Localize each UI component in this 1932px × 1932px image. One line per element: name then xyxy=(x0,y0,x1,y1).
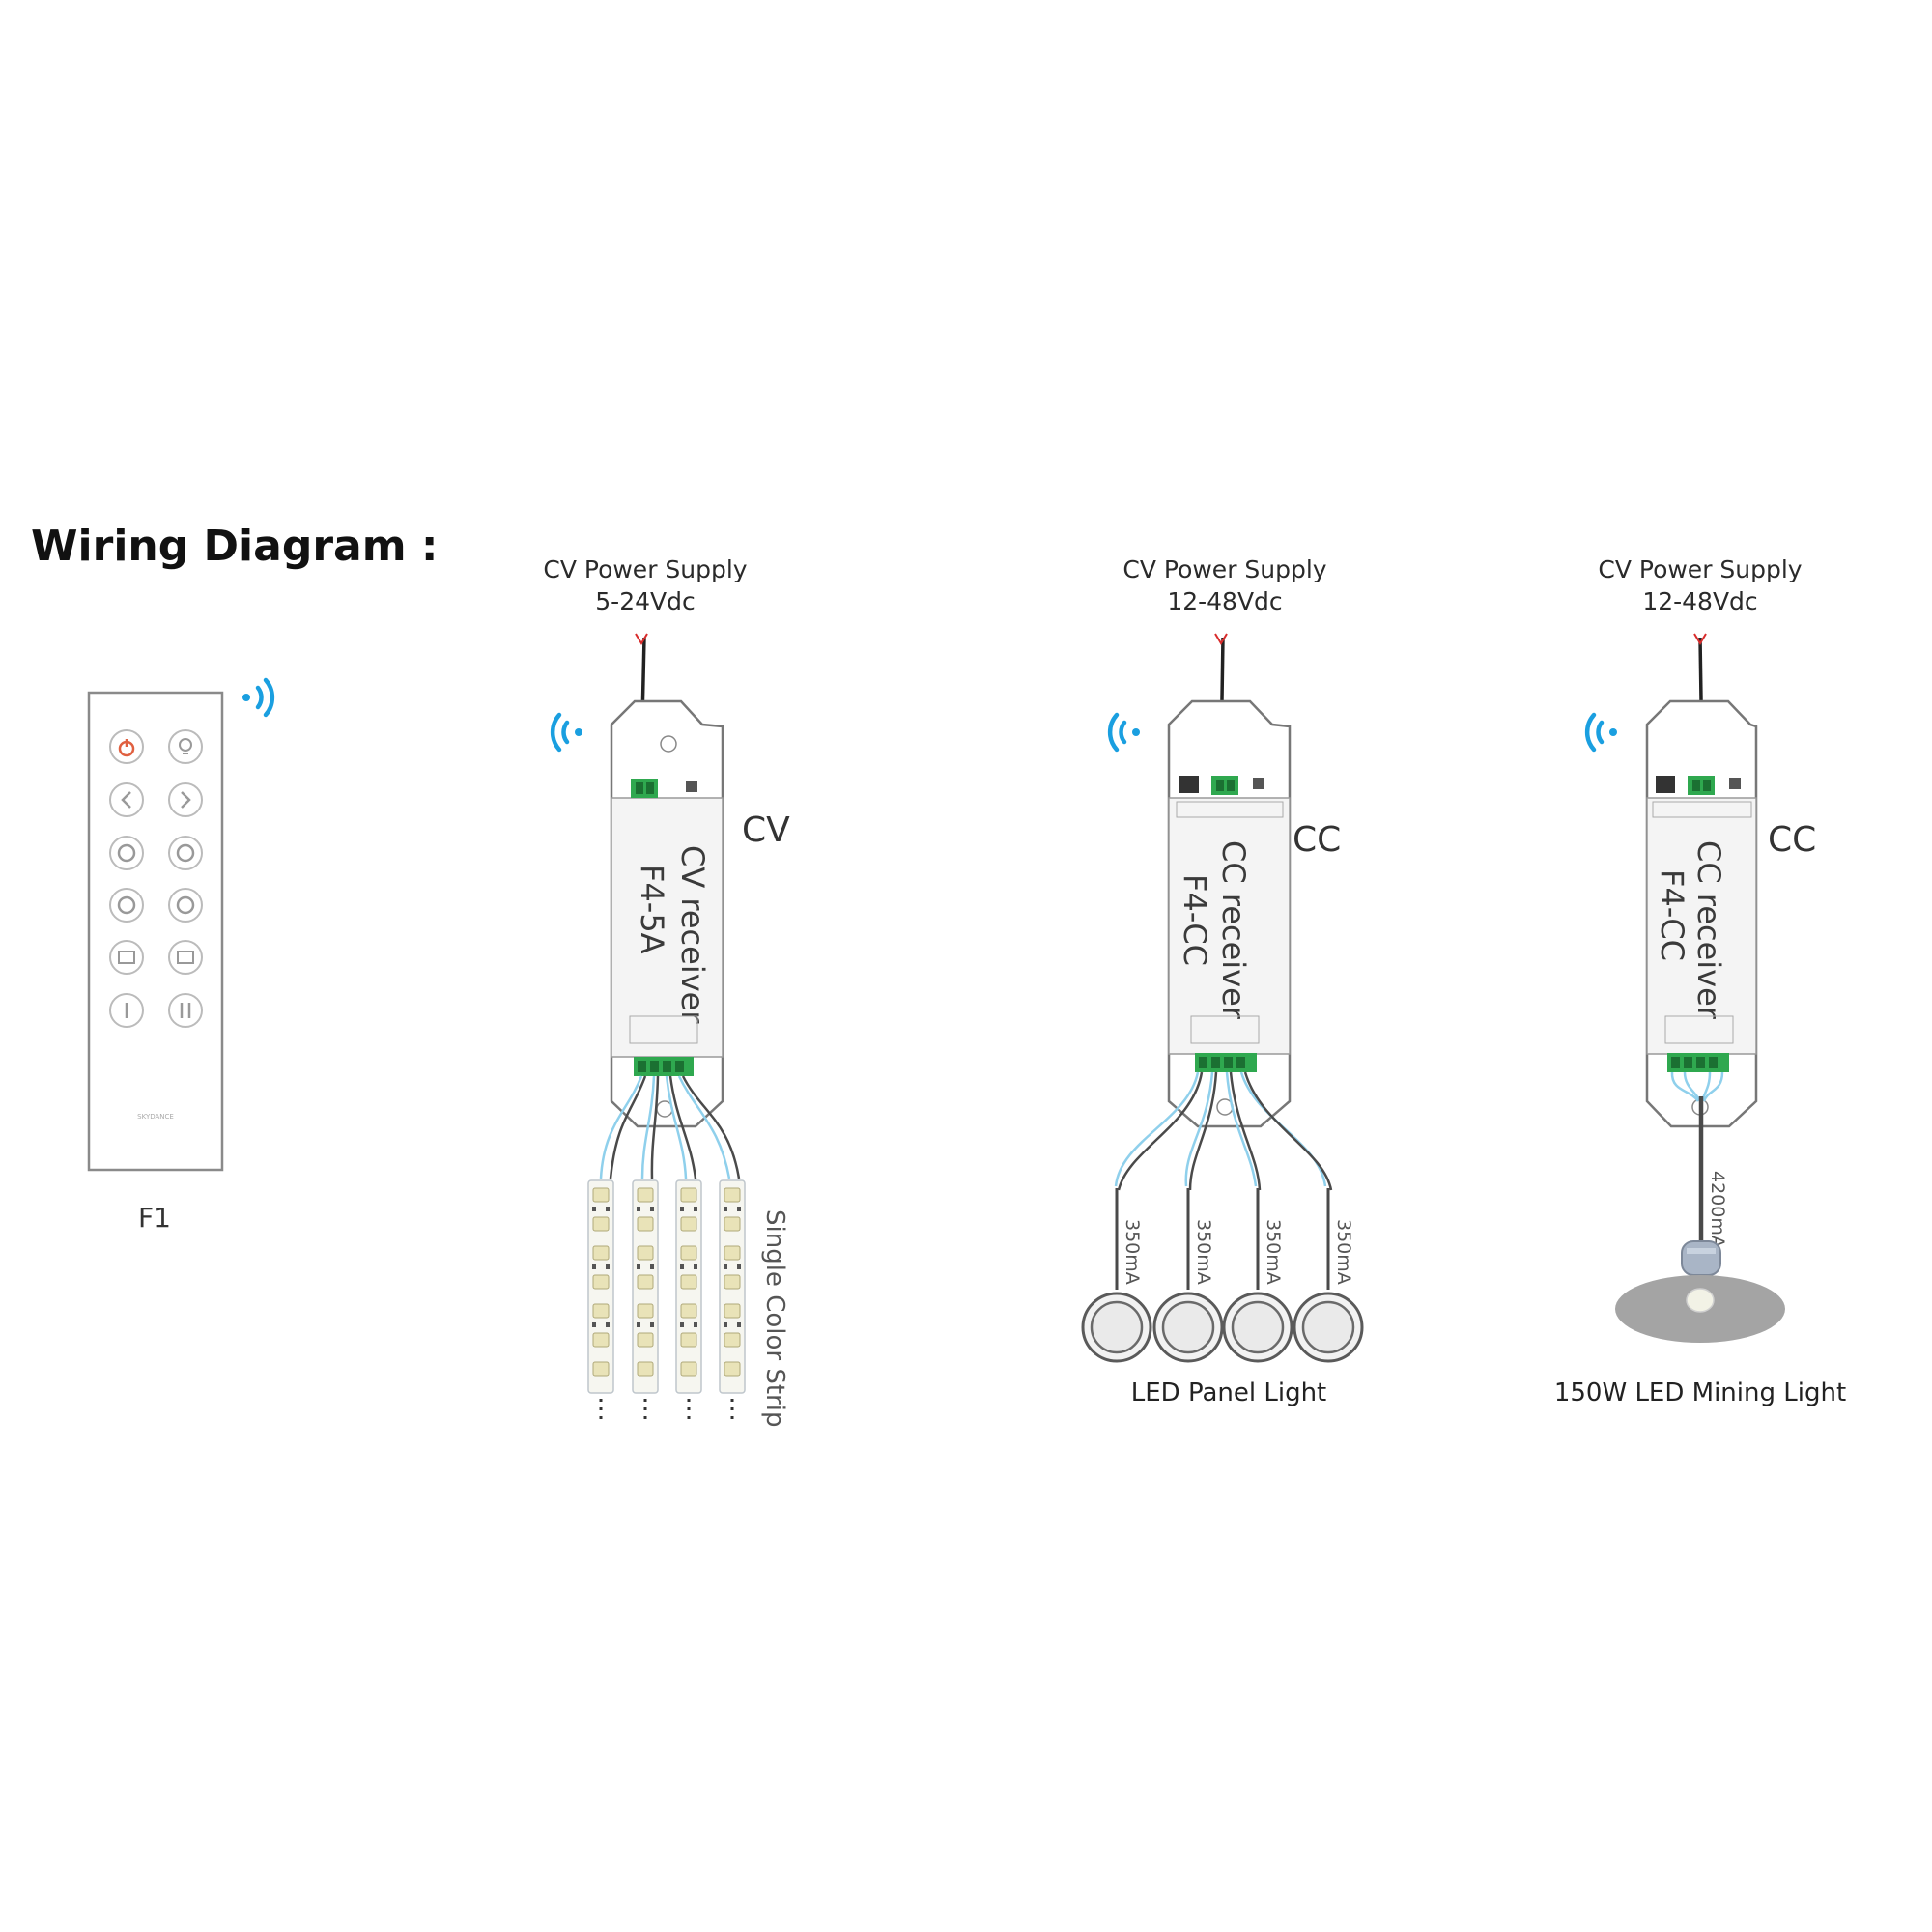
bulb-button xyxy=(168,729,203,764)
power-button xyxy=(109,729,144,764)
dim-button-1 xyxy=(109,836,144,870)
cv-signal-icon xyxy=(553,715,582,750)
cv-psu-title: CV Power Supply xyxy=(543,555,747,583)
cv-led-strip-1 xyxy=(587,1179,614,1394)
cc2-psu-voltage: 12-48Vdc xyxy=(1642,587,1757,615)
cv-led-strip-4 xyxy=(719,1179,746,1394)
cc1-panel-light-4 xyxy=(1293,1292,1364,1363)
unit-cc-mining: CV Power Supply 12-48Vdc CC receiver F4-… xyxy=(1554,555,1846,1407)
cv-led-strip-2 xyxy=(632,1179,659,1394)
right-button xyxy=(168,782,203,817)
remote-f1: SKYDANCE xyxy=(87,691,224,1172)
cc1-current-1: 350mA xyxy=(1122,1219,1143,1285)
button-ii xyxy=(168,993,203,1028)
scene-button-1 xyxy=(109,940,144,975)
remote-signal-icon xyxy=(242,680,272,715)
cc2-signal-icon xyxy=(1587,715,1617,750)
cc2-receiver-name: CC receiver xyxy=(1690,840,1727,1020)
cc1-panel-light-2 xyxy=(1152,1292,1224,1363)
cv-receiver-name: CV receiver xyxy=(674,845,711,1024)
cc2-receiver-model: F4-CC xyxy=(1654,869,1690,961)
dim-button-3 xyxy=(109,888,144,923)
unit-cc-panel: CV Power Supply 12-48Vdc CC receiver F4-… xyxy=(1081,555,1364,1407)
cc2-caption: 150W LED Mining Light xyxy=(1554,1378,1846,1407)
button-i xyxy=(109,993,144,1028)
cc2-current: 4200mA xyxy=(1707,1171,1728,1248)
remote-brand: SKYDANCE xyxy=(137,1113,174,1121)
cv-type-tag: CV xyxy=(742,810,790,850)
dim-button-4 xyxy=(168,888,203,923)
cc1-current-4: 350mA xyxy=(1333,1219,1354,1285)
cc1-psu-title: CV Power Supply xyxy=(1122,555,1326,583)
cv-led-strip-3 xyxy=(675,1179,702,1394)
cc1-caption: LED Panel Light xyxy=(1131,1378,1327,1407)
scene-button-2 xyxy=(168,940,203,975)
cc1-panel-light-3 xyxy=(1222,1292,1293,1363)
cc2-mining-light xyxy=(1615,1240,1785,1343)
cc1-panel-light-1 xyxy=(1081,1292,1152,1363)
dim-button-2 xyxy=(168,836,203,870)
cv-receiver-model: F4-5A xyxy=(634,865,670,954)
unit-cv: CV Power Supply 5-24Vdc CV receiver F4-5… xyxy=(543,555,790,1427)
diagram-title: Wiring Diagram : xyxy=(31,522,438,571)
cc1-type-tag: CC xyxy=(1293,820,1341,860)
cc2-type-tag: CC xyxy=(1768,820,1816,860)
cv-load-label: Single Color Strip xyxy=(760,1209,789,1427)
cc1-receiver-model: F4-CC xyxy=(1177,874,1213,966)
cc1-current-2: 350mA xyxy=(1193,1219,1214,1285)
cc2-psu-title: CV Power Supply xyxy=(1598,555,1802,583)
cv-psu-voltage: 5-24Vdc xyxy=(595,587,695,615)
left-button xyxy=(109,782,144,817)
remote-label: F1 xyxy=(138,1202,171,1234)
cc1-current-3: 350mA xyxy=(1263,1219,1284,1285)
cc1-receiver-name: CC receiver xyxy=(1215,840,1252,1020)
cc1-signal-icon xyxy=(1110,715,1140,750)
cc1-psu-voltage: 12-48Vdc xyxy=(1167,587,1282,615)
